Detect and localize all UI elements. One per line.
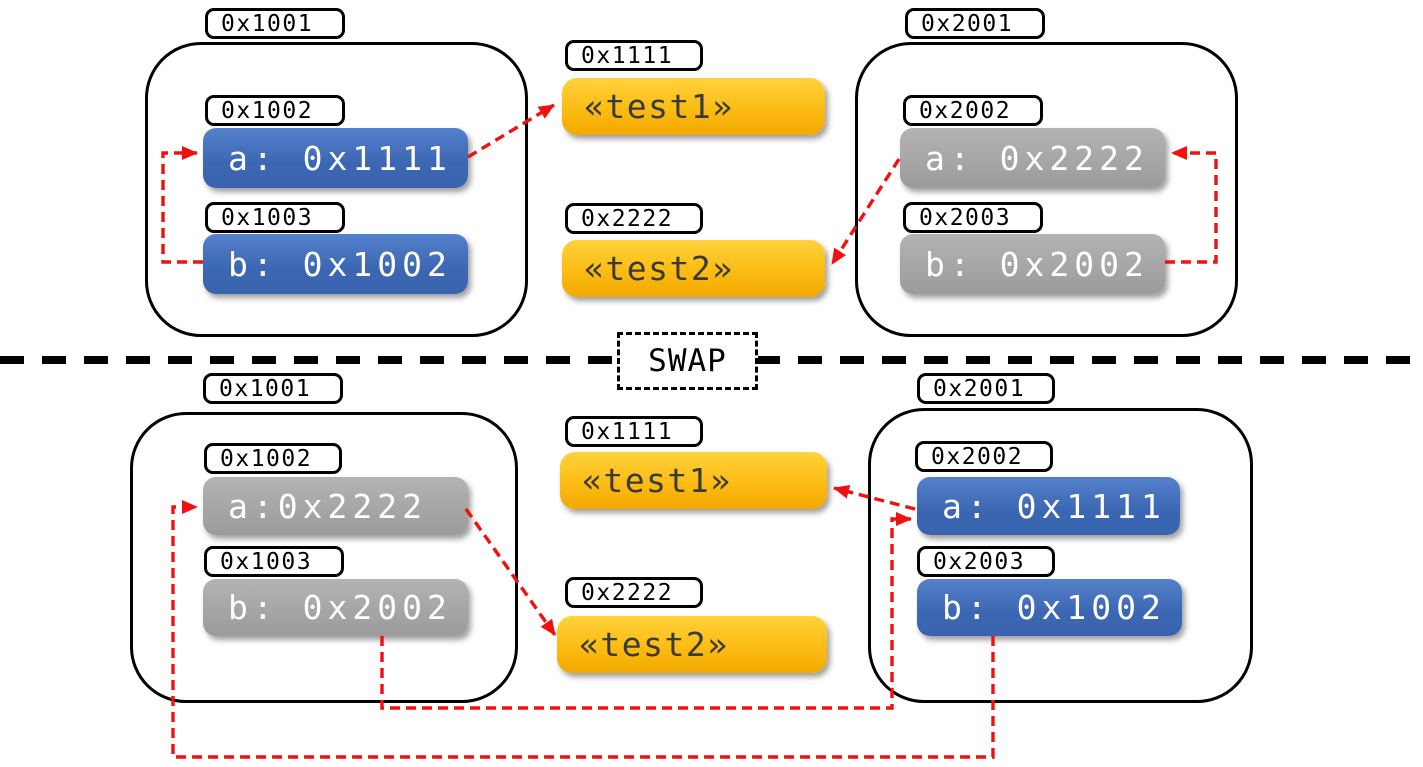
address-tag-top-left-a: 0x1002 [205,95,345,126]
var-box-bottom-left-b: b: 0x2002 [203,579,468,636]
swap-label-box: SWAP [617,332,758,390]
heap-box-bottom-test2: «test2» [557,616,827,673]
address-tag-top-heap1: 0x1111 [565,40,703,71]
var-box-bottom-left-a: a:0x2222 [203,477,468,535]
var-box-top-right-a: a: 0x2222 [900,128,1165,188]
address-tag-top-right-a: 0x2002 [903,95,1043,126]
address-tag-bottom-left-a: 0x1002 [204,443,342,474]
var-box-bottom-right-b: b: 0x1002 [917,579,1182,636]
swap-label: SWAP [648,343,727,379]
address-tag-bottom-right-b: 0x2003 [917,546,1055,577]
var-box-top-left-a: a: 0x1111 [203,128,468,188]
address-tag-bottom-right-a: 0x2002 [915,441,1053,472]
address-tag-bottom-heap1: 0x1111 [565,416,703,447]
address-tag-top-right-b: 0x2003 [903,202,1043,233]
address-tag-bottom-left-frame: 0x1001 [203,373,343,404]
heap-box-bottom-test1: «test1» [560,452,827,509]
heap-box-top-test2: «test2» [562,240,825,297]
heap-box-top-test1: «test1» [562,78,825,135]
var-box-bottom-right-a: a: 0x1111 [917,477,1180,535]
var-box-top-left-b: b: 0x1002 [203,234,468,294]
address-tag-top-left-frame: 0x1001 [205,8,345,39]
address-tag-bottom-left-b: 0x1003 [204,546,344,577]
address-tag-top-right-frame: 0x2001 [905,8,1045,39]
address-tag-bottom-heap2: 0x2222 [565,577,703,608]
var-box-top-right-b: b: 0x2002 [900,234,1165,294]
address-tag-bottom-right-frame: 0x2001 [917,373,1055,404]
address-tag-top-heap2: 0x2222 [565,203,703,234]
address-tag-top-left-b: 0x1003 [205,202,345,233]
